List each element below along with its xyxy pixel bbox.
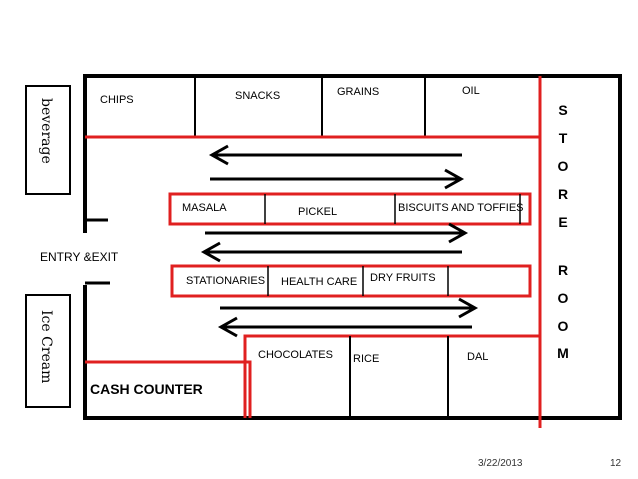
arrow-right: [205, 222, 469, 244]
footer-date: 3/22/2013: [478, 458, 523, 469]
arrow-right: [220, 297, 479, 319]
cash-counter-label: CASH COUNTER: [90, 381, 203, 397]
beverage-box: [25, 85, 71, 195]
store-letter: E: [558, 214, 568, 230]
store-letter: S: [558, 102, 568, 118]
shelf-rice: RICE: [353, 353, 380, 365]
ice-cream-label: Ice Cream: [38, 310, 54, 384]
shelf-dry-fruits: DRY FRUITS: [370, 272, 436, 284]
room-letter: O: [557, 290, 569, 306]
store-letter: T: [558, 130, 568, 146]
ice-cream-box: [25, 294, 71, 408]
store-letter: O: [557, 158, 569, 174]
shelf-chips: CHIPS: [100, 94, 134, 106]
room-letter: R: [557, 262, 569, 278]
bottom-shelf-red-line: [243, 334, 540, 418]
shelf-chocolates: CHOCOLATES: [258, 349, 333, 361]
arrow-left: [217, 316, 472, 338]
shelf-pickel: PICKEL: [298, 206, 338, 218]
arrow-left: [208, 144, 462, 166]
entry-exit-label: ENTRY &EXIT: [40, 250, 119, 264]
cash-counter-red-line: [85, 360, 252, 418]
beverage-label: beverage: [38, 98, 54, 164]
outer-wall: [83, 74, 622, 420]
arrow-right: [210, 168, 465, 190]
shelf-oil: OIL: [462, 85, 480, 97]
shelf-health-care: HEALTH CARE: [281, 276, 358, 288]
shelf-stationaries: STATIONARIES: [186, 275, 266, 287]
room-letter: M: [557, 345, 569, 361]
aisle-arrows: [200, 144, 479, 338]
footer-page-number: 12: [610, 458, 622, 469]
room-letter: O: [557, 318, 569, 334]
shelf-grains: GRAINS: [337, 86, 380, 98]
shelf-snacks: SNACKS: [235, 90, 281, 102]
store-letter: R: [557, 186, 569, 202]
aisle-1-shelf: [168, 192, 532, 226]
aisle-2-shelf: [170, 264, 532, 298]
arrow-left: [200, 241, 462, 263]
shelf-biscuits: BISCUITS AND TOFFIES: [398, 202, 524, 214]
shelf-masala: MASALA: [182, 202, 227, 214]
shelf-dal: DAL: [467, 351, 489, 363]
